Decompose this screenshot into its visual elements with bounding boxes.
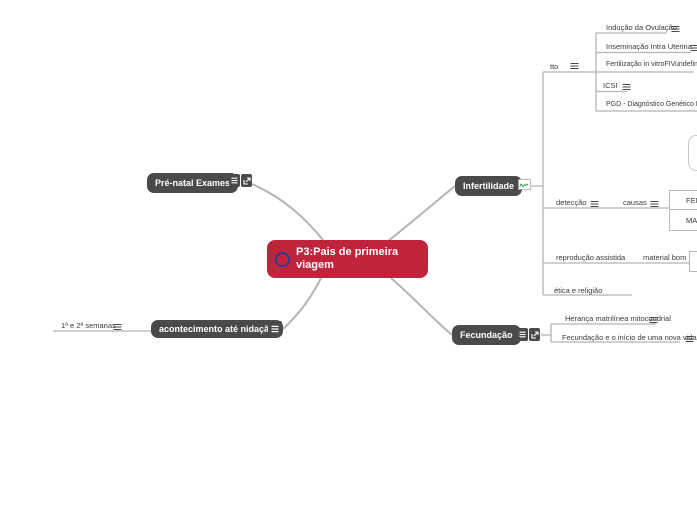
- node-tto-label: tto: [550, 62, 559, 71]
- node-heranca-matrilinea[interactable]: Herança matrilínea mitocondrial: [565, 314, 671, 323]
- node-causas-fem-label: FEM: [686, 195, 697, 205]
- node-reproducao-label: reprodução assistida: [556, 253, 626, 262]
- node-deteccao[interactable]: detecção: [556, 198, 586, 207]
- node-material-bom-child-box[interactable]: [689, 251, 697, 272]
- node-reproducao-assistida[interactable]: reprodução assistida: [556, 253, 625, 262]
- notes-icon[interactable]: [622, 83, 631, 91]
- node-pgd[interactable]: PGD - Diagnóstico Genético Pré-Imp: [606, 101, 697, 108]
- node-pgd-label: PGD - Diagnóstico Genético Pré-Imp: [606, 101, 697, 108]
- notes-icon[interactable]: [229, 174, 240, 187]
- notes-icon[interactable]: [650, 200, 659, 208]
- notes-icon[interactable]: [685, 335, 694, 343]
- notes-icon[interactable]: [113, 323, 122, 331]
- node-infertilidade[interactable]: Infertilidade: [455, 176, 523, 196]
- node-causas-fem[interactable]: FEM: [669, 190, 697, 210]
- curve-root-infertilidade: [387, 185, 456, 242]
- notes-icon[interactable]: [649, 316, 658, 324]
- circle-ring-icon: [275, 251, 290, 267]
- notes-icon[interactable]: [690, 44, 697, 52]
- node-semanas[interactable]: 1ª e 2ª semanas: [61, 321, 116, 330]
- node-inseminacao-intra-uterina[interactable]: Inseminação Intra Uterina: [606, 42, 692, 51]
- node-icsi[interactable]: ICSI: [603, 81, 618, 90]
- node-fecundacao-inicio-nova-vida[interactable]: Fecundação e o início de uma nova vida: [562, 333, 697, 342]
- node-empty-rounded-box[interactable]: [688, 135, 697, 171]
- node-etica-e-religiao[interactable]: ética e religião: [554, 286, 602, 295]
- node-semanas-label: 1ª e 2ª semanas: [61, 321, 116, 330]
- notes-icon[interactable]: [570, 62, 579, 70]
- node-prenatal-exames[interactable]: Pré-natal Exames: [147, 173, 239, 193]
- root-node[interactable]: P3:Pais de primeira viagem: [267, 240, 428, 278]
- node-causas-mas-label: MAS: [686, 215, 697, 225]
- node-fecundacao-inicio-label: Fecundação e o início de uma nova vida: [562, 333, 697, 342]
- node-inseminacao-label: Inseminação Intra Uterina: [606, 42, 692, 51]
- node-material-bom-label: material bom: [643, 253, 687, 262]
- curve-root-acontecimento: [282, 277, 322, 330]
- notes-icon[interactable]: [590, 200, 599, 208]
- node-causas-mas[interactable]: MAS: [669, 209, 697, 231]
- link-icon[interactable]: [529, 328, 540, 341]
- node-fecundacao-label: Fecundação: [460, 330, 513, 340]
- node-tto[interactable]: tto: [550, 62, 558, 71]
- node-prenatal-exames-label: Pré-natal Exames: [155, 178, 231, 188]
- node-fertilizacao-label: Fertilização in vitroFIVundefined: [606, 61, 697, 68]
- notes-icon[interactable]: [671, 25, 680, 33]
- node-deteccao-label: detecção: [556, 198, 587, 207]
- node-fertilizacao-in-vitro[interactable]: Fertilização in vitroFIVundefined: [606, 61, 697, 68]
- notes-icon[interactable]: [268, 321, 282, 336]
- root-node-label: P3:Pais de primeira viagem: [296, 246, 399, 271]
- notes-icon[interactable]: [517, 328, 528, 341]
- node-fecundacao[interactable]: Fecundação: [452, 325, 521, 345]
- node-inducao-label: Indução da Ovulação: [606, 23, 677, 32]
- node-causas-label: causas: [623, 198, 647, 207]
- curve-root-prenatal: [251, 183, 324, 241]
- node-causas[interactable]: causas: [623, 198, 647, 207]
- image-attachment-icon[interactable]: [518, 179, 531, 190]
- node-icsi-label: ICSI: [603, 81, 618, 90]
- node-acontecimento-ate-nidacao[interactable]: acontecimento até nidação: [151, 320, 283, 338]
- link-icon[interactable]: [241, 174, 252, 187]
- node-etica-label: ética e religião: [554, 286, 603, 295]
- curve-root-fecundacao: [390, 277, 453, 336]
- node-material-bom[interactable]: material bom: [643, 253, 686, 262]
- node-infertilidade-label: Infertilidade: [463, 181, 515, 191]
- node-heranca-label: Herança matrilínea mitocondrial: [565, 314, 671, 323]
- node-acontecimento-label: acontecimento até nidação: [159, 324, 275, 334]
- node-inducao-ovulacao[interactable]: Indução da Ovulação: [606, 23, 677, 32]
